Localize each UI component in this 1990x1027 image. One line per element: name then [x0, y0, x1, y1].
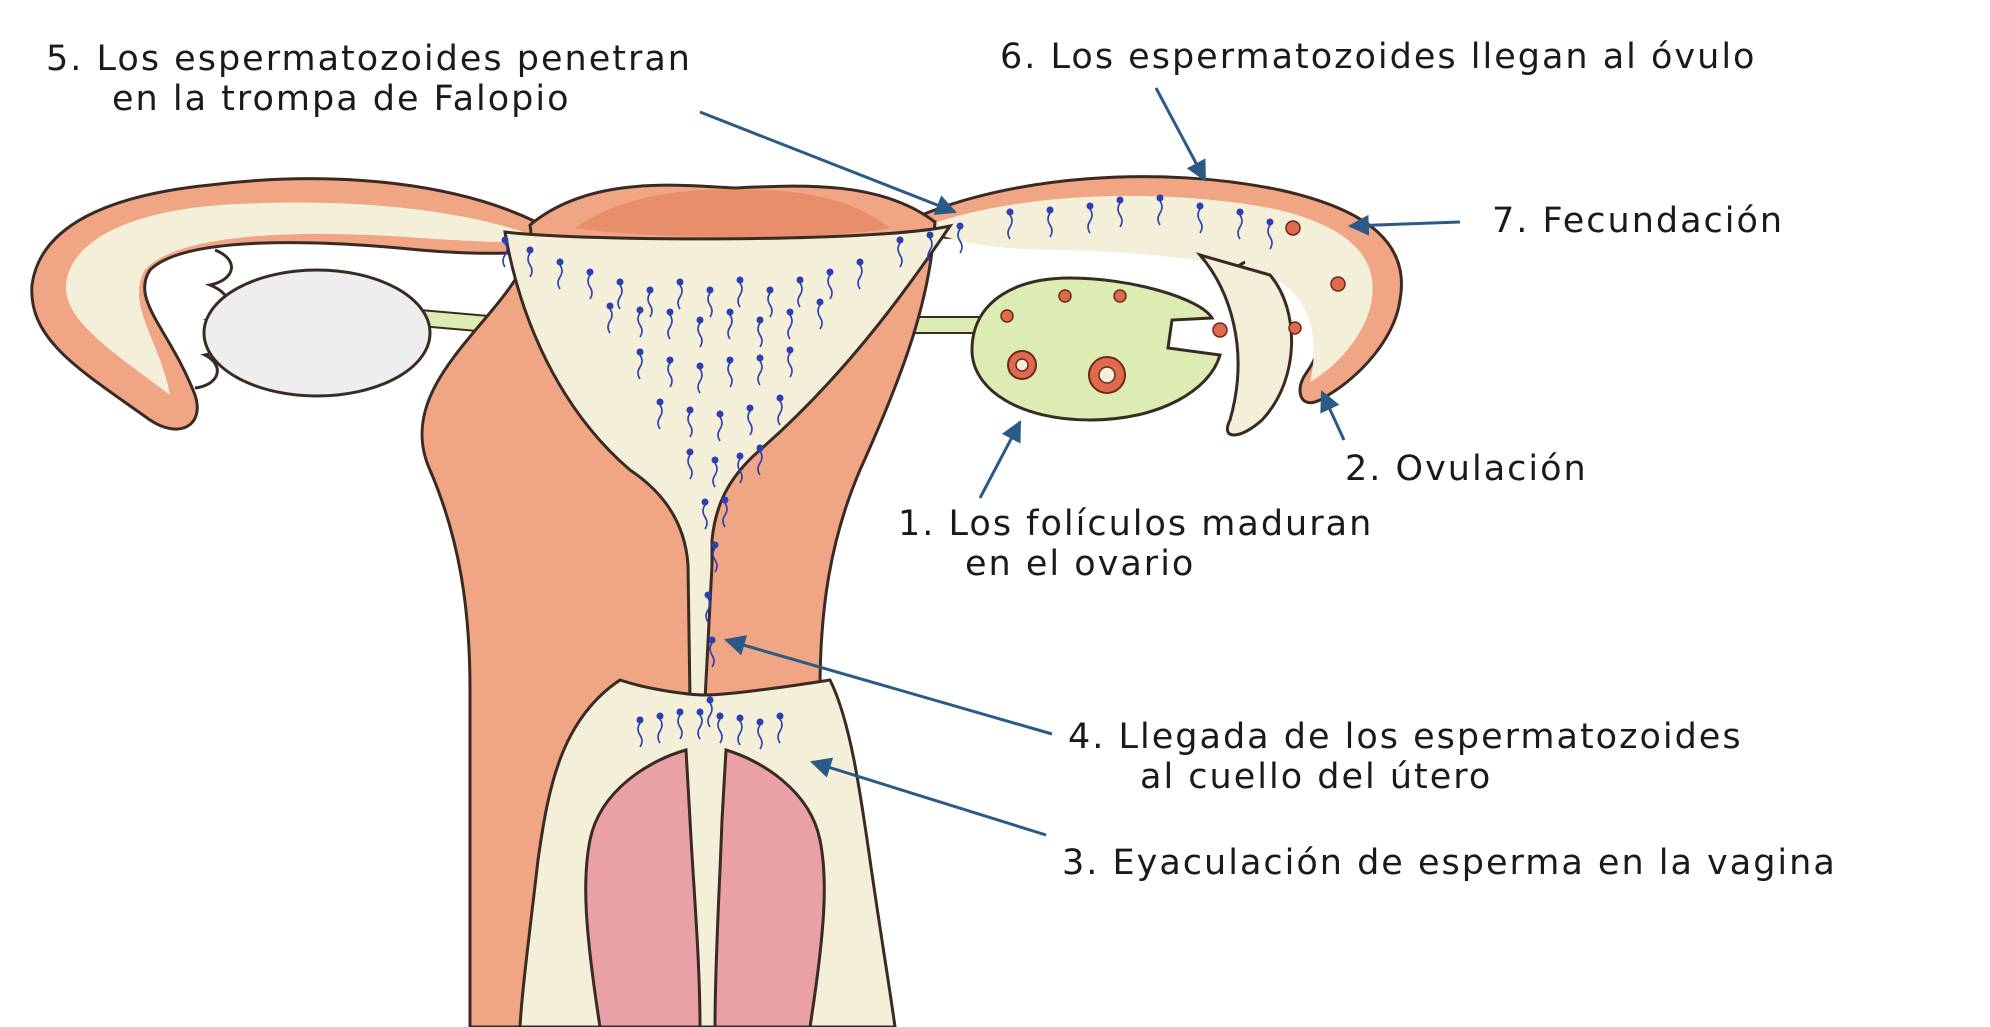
sperm-head [712, 457, 719, 464]
sperm-head [797, 277, 804, 284]
sperm-head [1237, 209, 1244, 216]
sperm-head [787, 309, 794, 316]
sperm-head [657, 399, 664, 406]
sperm-head [687, 449, 694, 456]
sperm-head [767, 287, 774, 294]
sperm-head [1047, 207, 1054, 214]
sperm-head [697, 317, 704, 324]
sperm-head [747, 405, 754, 412]
label-reach-ovum: 6. Los espermatozoides llegan al óvulo [1000, 37, 1756, 77]
arrow-2 [1322, 392, 1344, 440]
sperm-head [717, 713, 724, 720]
sperm-head [637, 307, 644, 314]
sperm-head [587, 269, 594, 276]
label-ejaculation: 3. Eyaculación de esperma en la vagina [1062, 843, 1837, 883]
label-line: al cuello del útero [1140, 757, 1492, 797]
sperm-head [637, 717, 644, 724]
right-fimbria-end [1200, 255, 1292, 435]
follicle [1001, 310, 1013, 322]
sperm-head [1197, 203, 1204, 210]
sperm-head [722, 497, 729, 504]
right-ovary [972, 278, 1220, 420]
label-cervix-arrival: 4. Llegada de los espermatozoides al cue… [1068, 717, 1756, 797]
sperm-head [777, 395, 784, 402]
label-line: 4. Llegada de los espermatozoides [1068, 717, 1743, 757]
label-line: en la trompa de Falopio [112, 79, 571, 119]
sperm-head [727, 357, 734, 364]
arrow-1 [980, 422, 1020, 498]
sperm-head [657, 713, 664, 720]
label-line: 1. Los folículos maduran [898, 504, 1373, 544]
sperm-head [667, 309, 674, 316]
sperm-head [1087, 203, 1094, 210]
sperm-head [527, 247, 534, 254]
sperm-head [677, 279, 684, 286]
sperm-head [697, 363, 704, 370]
sperm-head [709, 637, 716, 644]
mature-follicle-core [1099, 367, 1115, 383]
sperm-head [857, 259, 864, 266]
label-line: 5. Los espermatozoides penetran [46, 39, 692, 79]
label-line: 3. Eyaculación de esperma en la vagina [1062, 843, 1837, 883]
ovum [1289, 322, 1301, 334]
sperm-head [757, 317, 764, 324]
sperm-head [827, 269, 834, 276]
sperm-head [617, 279, 624, 286]
sperm-head [1007, 209, 1014, 216]
sperm-head [757, 445, 764, 452]
labels: 1. Los folículos maduran en el ovario 2.… [46, 37, 1837, 883]
follicle [1114, 290, 1126, 302]
vagina-canal [520, 680, 895, 1027]
sperm-head [607, 303, 614, 310]
sperm-head [897, 237, 904, 244]
sperm-head [757, 355, 764, 362]
sperm-head [677, 709, 684, 716]
sperm-head [647, 287, 654, 294]
anatomy [32, 177, 1402, 1027]
sperm-head [557, 259, 564, 266]
ovum [1286, 221, 1300, 235]
follicle [1059, 290, 1071, 302]
sperm-head [1157, 195, 1164, 202]
sperm-head [702, 499, 709, 506]
label-line: 2. Ovulación [1345, 449, 1588, 489]
left-ovary [204, 270, 430, 396]
sperm-head [667, 357, 674, 364]
sperm-head [817, 299, 824, 306]
sperm-head [502, 237, 509, 244]
label-line: 7. Fecundación [1492, 201, 1784, 241]
sperm-head [707, 697, 714, 704]
released-ovum [1213, 323, 1227, 337]
ovum [1331, 277, 1345, 291]
sperm-head [727, 309, 734, 316]
label-tube-entry: 5. Los espermatozoides penetran en la tr… [46, 39, 705, 119]
sperm-head [737, 715, 744, 722]
label-follicles-mature: 1. Los folículos maduran en el ovario [898, 504, 1386, 584]
sperm-head [787, 347, 794, 354]
sperm-head [777, 713, 784, 720]
sperm-head [717, 411, 724, 418]
label-fertilization: 7. Fecundación [1492, 201, 1784, 241]
mature-follicle-core [1016, 359, 1028, 371]
label-ovulation: 2. Ovulación [1345, 449, 1588, 489]
sperm-head [1267, 219, 1274, 226]
label-line: 6. Los espermatozoides llegan al óvulo [1000, 37, 1756, 77]
sperm-head [1117, 197, 1124, 204]
sperm-head [637, 349, 644, 356]
sperm-head [697, 709, 704, 716]
sperm-head [757, 719, 764, 726]
sperm-head [687, 407, 694, 414]
sperm-head [957, 223, 964, 230]
sperm-head [737, 277, 744, 284]
sperm-head [707, 287, 714, 294]
sperm-head [737, 453, 744, 460]
sperm-head [705, 592, 712, 599]
label-line: en el ovario [965, 544, 1195, 584]
arrow-6 [1156, 88, 1205, 180]
sperm-head [712, 542, 719, 549]
sperm-head [927, 232, 934, 239]
